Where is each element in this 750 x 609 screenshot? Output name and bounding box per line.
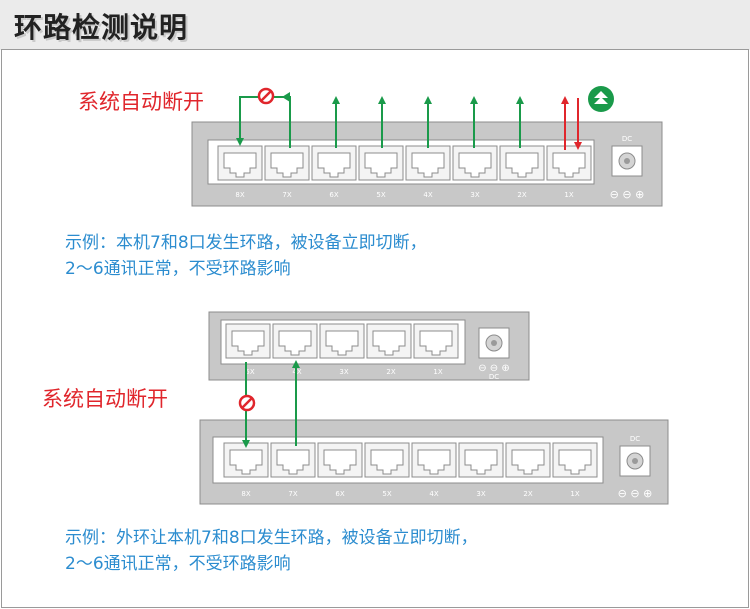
switch-small-port-3X [366,323,412,359]
auto-disconnect-label-2: 系统自动断开 [42,387,168,411]
switch-2-port-2X [505,442,551,478]
switch-2: 8X 7X 6X 5X 4X 3X 2X 1X DC ⊖ ⊖ ⊕ [199,419,669,505]
switch-1-port-label: 4X [423,191,432,199]
example-1-caption-line-2: 2～6通讯正常，不受环路影响 [65,259,291,279]
switch-1-port-label: 8X [235,191,244,199]
switch-1-port-label: 7X [282,191,291,199]
switch-1-port-1X [546,145,592,181]
dc-label-small: DC [489,373,499,381]
uplink-arrows-1 [332,96,524,148]
content-frame [1,49,749,608]
switch-1-port-8X [217,145,263,181]
switch-2-port-label: 5X [382,490,391,498]
switch-2-port-label: 6X [335,490,344,498]
page-title: 环路检测说明 [14,11,189,44]
switch-small-port-label: 1X [433,368,442,376]
switch-1-port-2X [499,145,545,181]
example-2-caption-line-1: 示例：外环让本机7和8口发生环路，被设备立即切断， [65,528,478,548]
switch-1-port-4X [405,145,451,181]
switch-1-port-3X [452,145,498,181]
switch-1-port-label: 2X [517,191,526,199]
switch-2-port-label: 7X [288,490,297,498]
svg-text:⊖ ⊖ ⊕: ⊖ ⊖ ⊕ [478,363,510,374]
upload-arrow-icon [588,86,614,112]
header-bar: 环路检测说明 [0,0,750,50]
svg-text:⊖ ⊖ ⊕: ⊖ ⊖ ⊕ [610,188,645,201]
switch-small-port-label: 3X [339,368,348,376]
switch-1-port-5X [358,145,404,181]
no-entry-icon [238,394,256,412]
switch-2-port-7X [270,442,316,478]
switch-2-port-3X [458,442,504,478]
example-1-caption: 示例：本机7和8口发生环路，被设备立即切断， 2～6通讯正常，不受环路影响 [65,230,427,282]
dc-jack-small: ⊖ ⊖ ⊕ DC [478,327,510,381]
switch-2-port-label: 3X [476,490,485,498]
switch-1-port-label: 5X [376,191,385,199]
auto-disconnect-label-1: 系统自动断开 [78,90,204,114]
dc-label-1: DC [622,135,632,143]
switch-1-port-label: 6X [329,191,338,199]
switch-small-port-4X [319,323,365,359]
switch-1-port-7X [264,145,310,181]
switch-2-port-label: 1X [570,490,579,498]
switch-2-port-1X [552,442,598,478]
example-2-caption-line-2: 2～6通讯正常，不受环路影响 [65,554,291,574]
switch-1-port-label: 3X [470,191,479,199]
dc-label-2: DC [630,435,640,443]
switch-small-port-label: 2X [386,368,395,376]
port1-red-arrows [561,96,582,150]
switch-small: 5X 4X 3X 2X 1X ⊖ ⊖ ⊕ DC [208,311,530,381]
switch-small-port-label: 4X [292,368,301,376]
switch-small-port- [272,323,318,359]
switch-small-port- [225,323,271,359]
dc-jack-1: DC ⊖ ⊖ ⊕ [610,135,645,201]
example-2-caption: 示例：外环让本机7和8口发生环路，被设备立即切断， 2～6通讯正常，不受环路影响 [65,525,478,577]
switch-2-port-8X [223,442,269,478]
switch-small-port-label: 5X [245,368,254,376]
example-1-caption-line-1: 示例：本机7和8口发生环路，被设备立即切断， [65,233,427,253]
switch-small-port-2X [413,323,459,359]
switch-1-port-label: 1X [564,191,573,199]
switch-1-port-6X [311,145,357,181]
switch-2-port-label: 4X [429,490,438,498]
switch-2-port-4X [411,442,457,478]
switch-2-port-5X [364,442,410,478]
dc-jack-2: DC ⊖ ⊖ ⊕ [618,435,653,500]
switch-2-port-label: 8X [241,490,250,498]
no-entry-icon [257,87,275,105]
switch-2-port-label: 2X [523,490,532,498]
svg-text:⊖ ⊖ ⊕: ⊖ ⊖ ⊕ [618,487,653,500]
switch-2-port-6X [317,442,363,478]
